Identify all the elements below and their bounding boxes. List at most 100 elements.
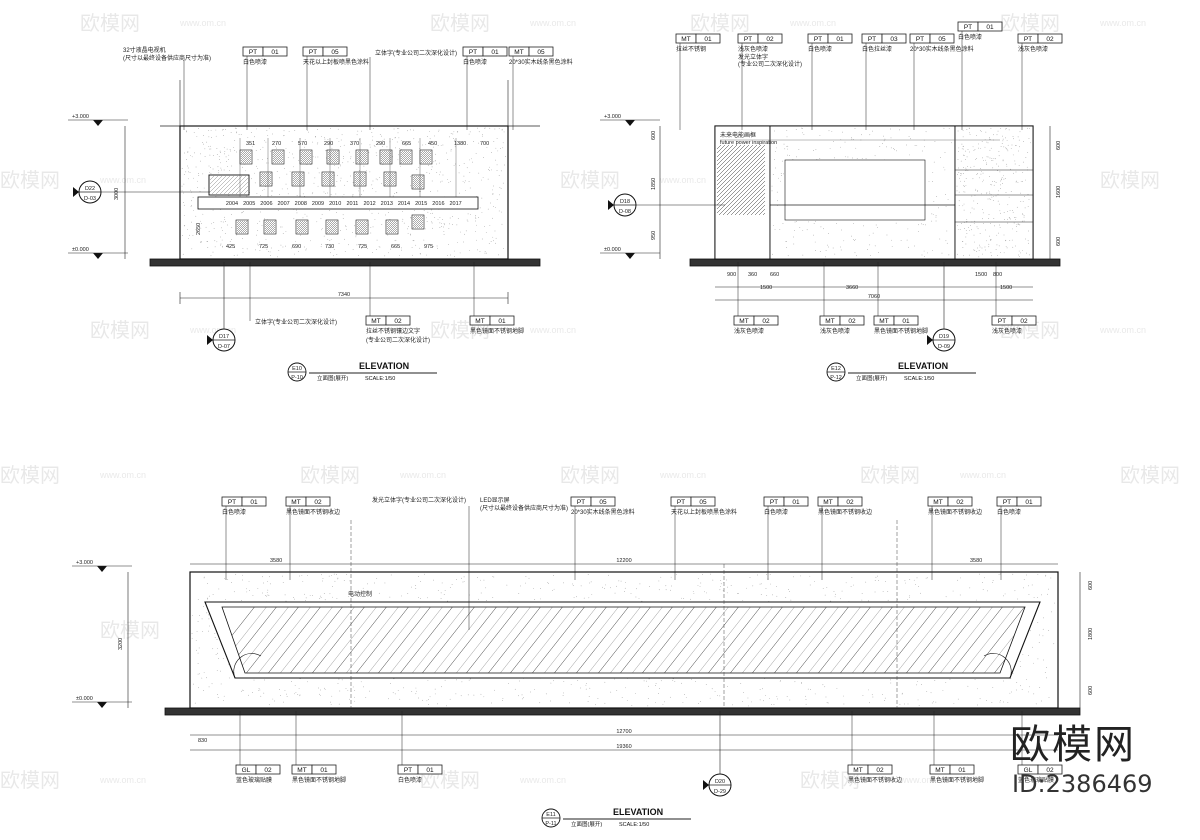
line [360, 226, 367, 233]
year-label: 2004 [226, 201, 238, 207]
hatch-lines [237, 221, 247, 233]
speck [202, 142, 203, 143]
speck [662, 704, 664, 706]
speck [987, 590, 988, 592]
speck [473, 694, 475, 696]
speck [1022, 214, 1024, 216]
speck [1028, 691, 1029, 693]
speck [890, 682, 892, 684]
speck [187, 165, 188, 167]
speck [221, 129, 223, 131]
speck [390, 683, 391, 684]
speck [760, 593, 762, 595]
section-arrow [927, 335, 933, 345]
speck [447, 254, 448, 256]
speck [636, 588, 637, 590]
speck [319, 693, 320, 695]
speck [495, 207, 496, 209]
speck [844, 141, 846, 143]
speck [476, 224, 477, 226]
speck [914, 245, 915, 247]
speck [887, 591, 889, 592]
hatch [241, 151, 251, 163]
line [761, 607, 823, 673]
speck [785, 241, 787, 243]
speck [423, 239, 425, 241]
panel-right [954, 125, 1034, 260]
speck [453, 131, 455, 133]
line [355, 173, 360, 178]
section-ref: D-03 [84, 196, 96, 202]
speck [263, 692, 265, 694]
speck [236, 234, 238, 236]
speck [499, 187, 501, 188]
speck [989, 138, 991, 140]
speck [282, 246, 284, 248]
speck [1006, 128, 1007, 129]
drawing-title: ELEVATION [613, 807, 663, 817]
speck [971, 195, 973, 197]
speck [1013, 222, 1015, 224]
speck [790, 599, 792, 601]
speck [935, 216, 937, 218]
note-text: 发光立体字(专业公司二次深化设计) [372, 496, 466, 504]
speck [265, 141, 267, 143]
speck [185, 171, 187, 173]
speck [488, 169, 489, 170]
drawing-title: ELEVATION [898, 361, 948, 371]
speck [980, 173, 982, 175]
speck [482, 134, 483, 135]
level-text: +3.000 [76, 560, 93, 566]
speck [962, 136, 964, 138]
speck [1033, 693, 1035, 695]
speck [973, 165, 975, 167]
speck [503, 164, 505, 166]
speck [196, 187, 198, 188]
speck [514, 688, 516, 690]
speck [187, 152, 189, 153]
speck [875, 576, 877, 578]
speck [890, 128, 891, 130]
speck [320, 695, 321, 697]
speck [658, 580, 660, 582]
speck [901, 692, 903, 694]
speck [212, 168, 214, 170]
speck [993, 134, 994, 136]
speck [306, 248, 307, 250]
speck [882, 591, 884, 593]
speck [1021, 220, 1023, 222]
speck [996, 163, 998, 165]
speck [234, 150, 236, 151]
tag-code: MT [935, 767, 944, 774]
speck [286, 696, 288, 697]
hatch-lines [297, 221, 307, 233]
speck [330, 194, 332, 195]
speck [992, 581, 994, 583]
speck [333, 165, 335, 167]
speck [966, 219, 968, 220]
speck [595, 704, 596, 706]
speck [212, 648, 214, 650]
speck [220, 243, 222, 245]
speck [786, 146, 788, 147]
speck [493, 185, 494, 187]
speck [786, 247, 787, 248]
line [871, 607, 933, 673]
speck [349, 151, 350, 153]
speck [891, 246, 893, 247]
tag-num: 01 [704, 36, 712, 43]
speck [771, 185, 773, 187]
speck [220, 162, 221, 164]
speck [819, 158, 821, 159]
speck [462, 581, 464, 583]
speck [446, 152, 447, 154]
speck [434, 688, 436, 690]
section-id: D22 [85, 186, 95, 192]
speck [965, 159, 966, 160]
line [273, 151, 282, 160]
tag-note: 浅灰色喷漆 [992, 327, 1022, 335]
speck [965, 167, 967, 169]
speck [323, 593, 325, 594]
speck [218, 156, 220, 157]
watermark-brand: 欧模网 [560, 169, 620, 192]
